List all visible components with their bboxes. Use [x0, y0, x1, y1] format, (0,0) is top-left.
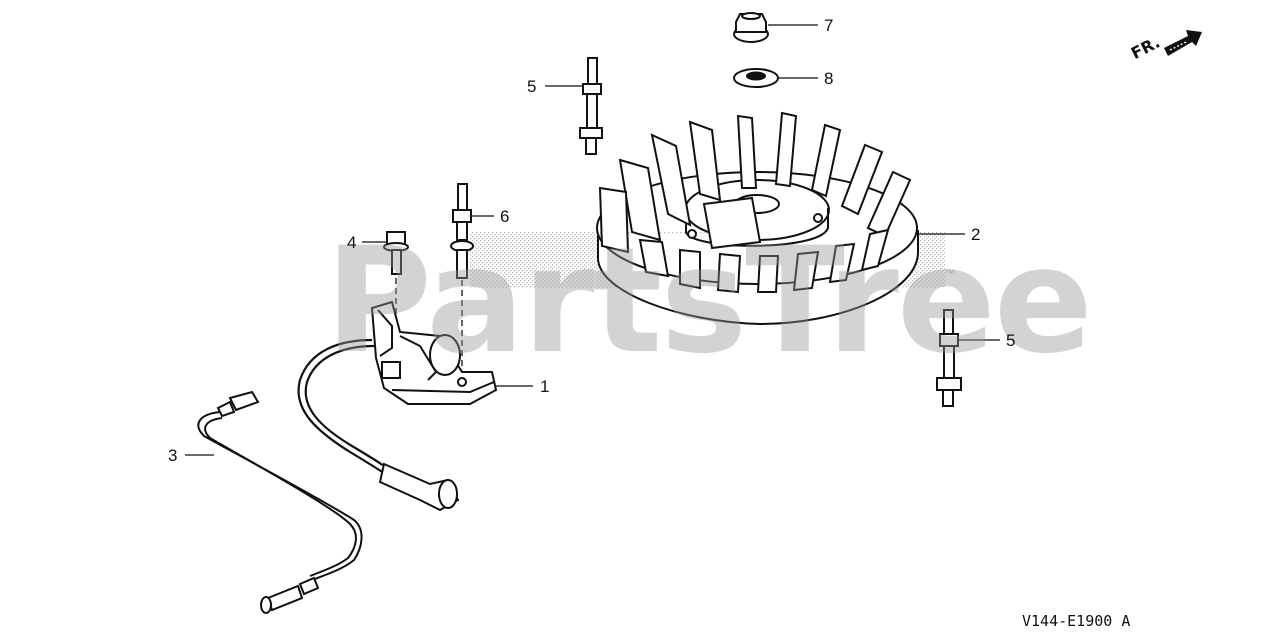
callout-8: 8	[824, 69, 834, 88]
washer	[733, 68, 779, 88]
flywheel	[596, 111, 919, 326]
callout-6: 6	[500, 207, 510, 226]
callout-2: 2	[971, 225, 981, 244]
callout-7: 7	[824, 16, 834, 35]
spark-plug-cap	[378, 462, 460, 512]
stud-bolt-right	[936, 309, 962, 407]
ignition-coil	[370, 300, 498, 405]
ignition-lead	[297, 338, 391, 477]
callout-4: 4	[347, 233, 357, 252]
diagram-code: V144-E1900 A	[1022, 612, 1131, 630]
flange-nut	[733, 12, 769, 43]
callout-5-top: 5	[527, 77, 537, 96]
watermark-trademark: ™	[944, 268, 955, 280]
callout-3: 3	[168, 446, 178, 465]
stud-bolt-ignition	[450, 183, 474, 279]
stop-switch-wire	[197, 390, 363, 614]
front-direction-arrow	[1164, 30, 1202, 56]
stud-bolt-top	[579, 57, 603, 155]
callout-leaders	[185, 24, 1000, 456]
callout-5-right: 5	[1006, 331, 1016, 350]
callout-1: 1	[540, 377, 550, 396]
flange-bolt	[383, 231, 409, 275]
